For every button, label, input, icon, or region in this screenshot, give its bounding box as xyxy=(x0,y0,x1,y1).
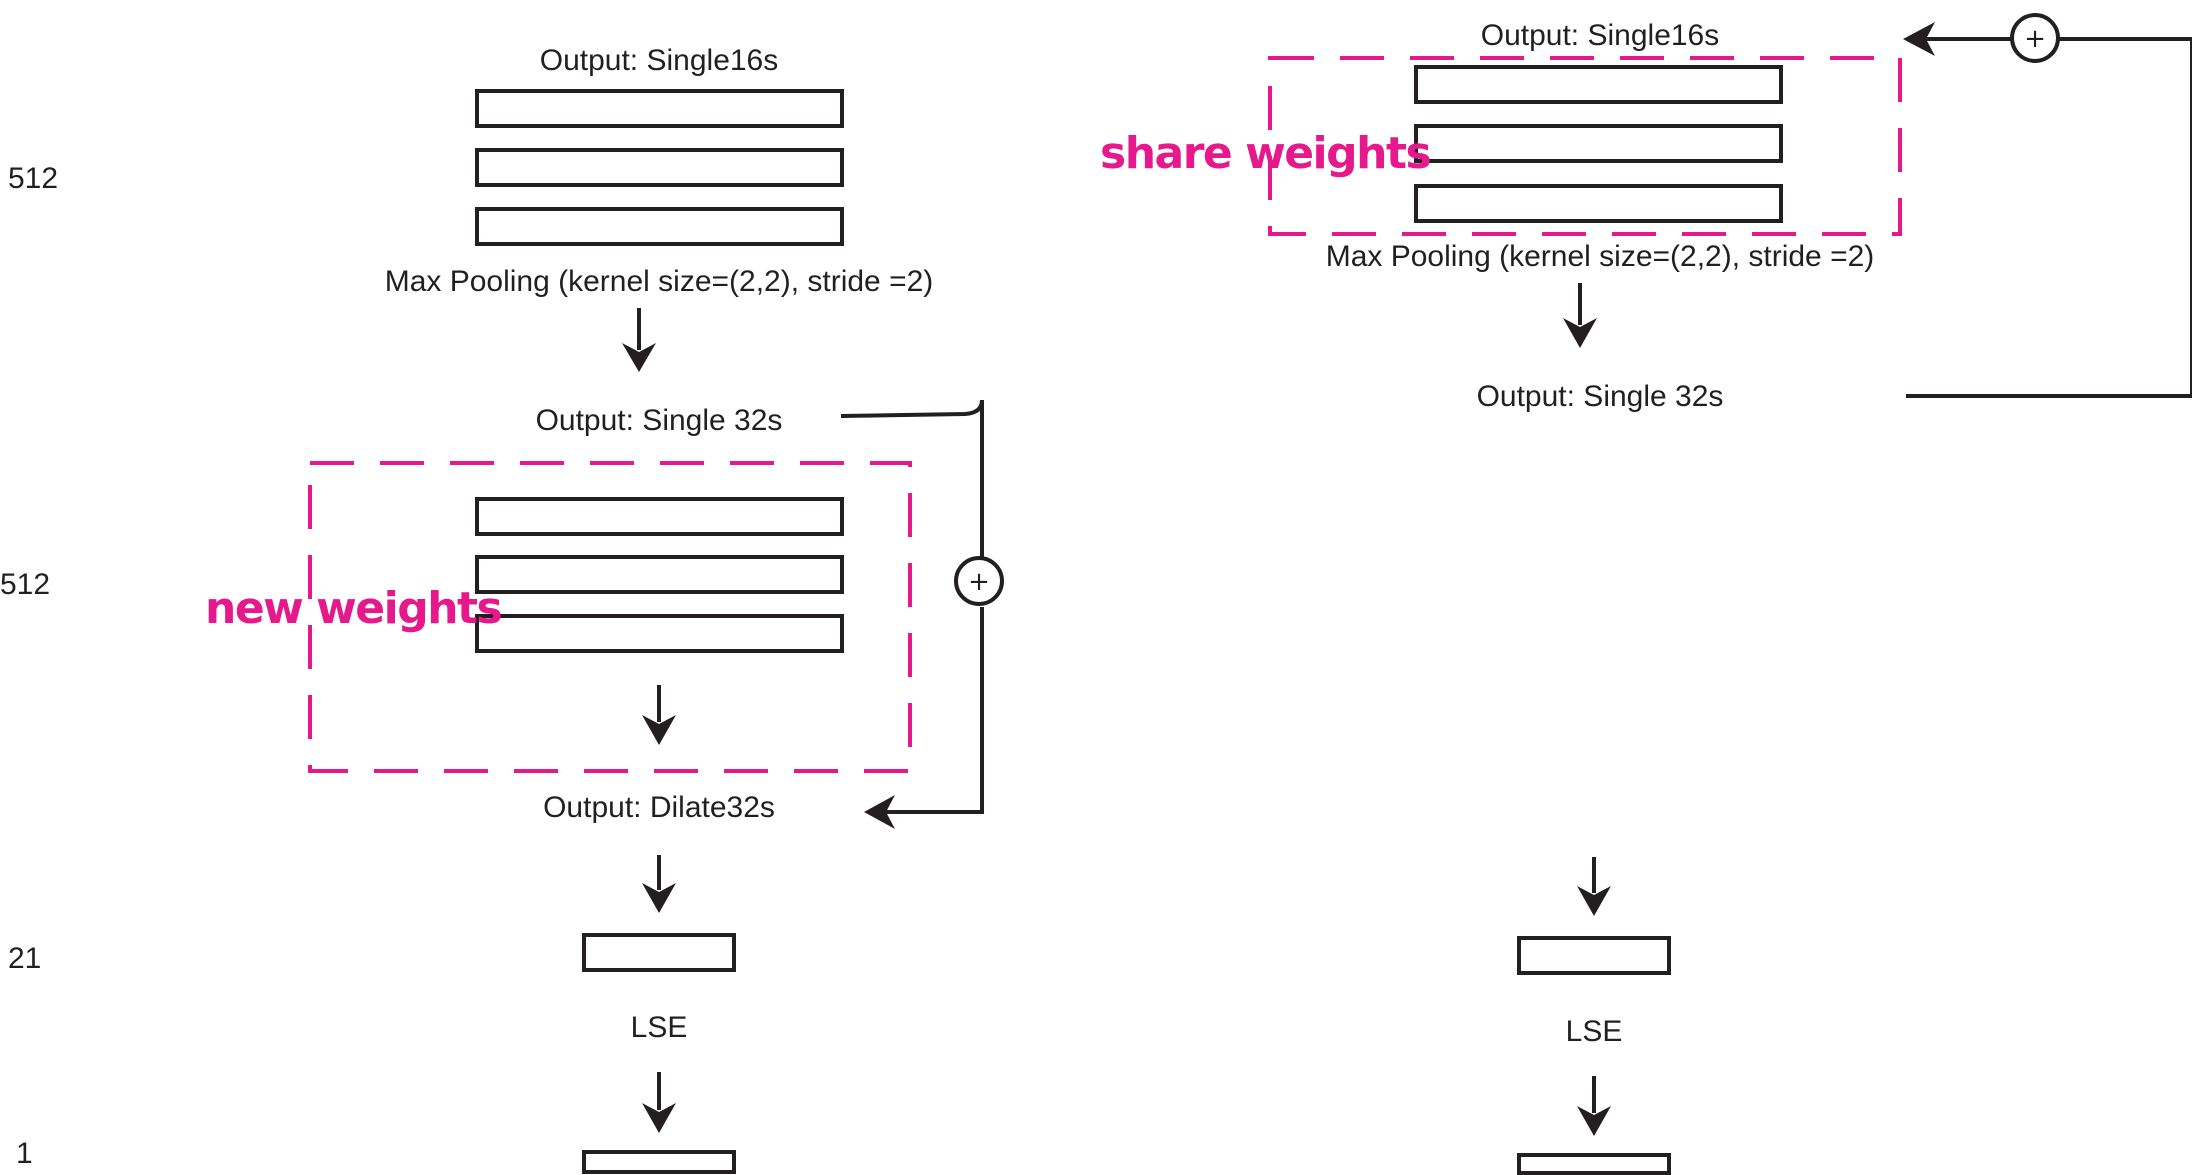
right-share-weights-label: share weights xyxy=(1100,128,1430,179)
right-conv-layer-2 xyxy=(1414,124,1783,163)
right-arrow-down-1 xyxy=(1563,283,1597,348)
left-conv-layer-1 xyxy=(475,89,844,128)
right-share-weights-dashed-box xyxy=(1268,56,1902,236)
right-lse-label: LSE xyxy=(1566,1015,1623,1048)
right-panel: Output: Single16s share weights Max Pool… xyxy=(1100,13,2192,1175)
left-arrow-down-1 xyxy=(622,308,656,372)
right-output-single16s-label: Output: Single16s xyxy=(1481,19,1720,52)
left-plus-circle-icon xyxy=(954,556,1004,606)
left-skip-connection xyxy=(840,399,984,829)
left-arrow-down-3 xyxy=(642,855,676,913)
right-max-pooling-label: Max Pooling (kernel size=(2,2), stride =… xyxy=(1326,240,1875,273)
left-output-layer-1 xyxy=(582,1150,736,1174)
left-dilated-conv-layer-3 xyxy=(475,614,844,653)
right-plus-circle-icon xyxy=(2010,13,2060,63)
side-label-512-top: 512 xyxy=(8,162,58,195)
left-new-weights-label: new weights xyxy=(205,583,502,634)
left-max-pooling-label: Max Pooling (kernel size=(2,2), stride =… xyxy=(385,265,934,298)
right-conv-layer-1 xyxy=(1414,65,1783,104)
left-conv-layer-2 xyxy=(475,148,844,187)
right-arrow-down-3 xyxy=(1577,1076,1611,1136)
side-labels: 512 512 21 1 xyxy=(0,162,58,1170)
right-output-single32s-label: Output: Single 32s xyxy=(1477,380,1724,413)
right-conv-layer-3 xyxy=(1414,184,1783,223)
right-loop-connection xyxy=(1903,22,2192,398)
left-arrow-down-4 xyxy=(642,1072,676,1133)
right-sum-node: + xyxy=(2010,13,2060,63)
left-class-layer-21 xyxy=(582,933,736,972)
right-class-layer-21 xyxy=(1517,936,1671,975)
left-output-single32s-label: Output: Single 32s xyxy=(536,404,783,437)
side-label-21: 21 xyxy=(8,942,41,975)
side-label-512-middle: 512 xyxy=(0,568,50,601)
right-arrow-down-2 xyxy=(1577,857,1611,916)
left-new-weights-dashed-box xyxy=(308,461,912,773)
left-conv-layer-3 xyxy=(475,207,844,246)
left-arrow-down-2 xyxy=(642,685,676,745)
left-plus-symbol: + xyxy=(968,567,990,597)
left-output-dilate32s-label: Output: Dilate32s xyxy=(543,791,775,824)
left-sum-node: + xyxy=(954,556,1004,606)
right-plus-symbol: + xyxy=(2024,24,2046,54)
left-panel: Output: Single16s Max Pooling (kernel si… xyxy=(205,44,1004,1174)
left-output-single16s-label: Output: Single16s xyxy=(540,44,779,77)
right-output-layer-1 xyxy=(1517,1153,1671,1175)
left-dilated-conv-layer-2 xyxy=(475,555,844,594)
left-lse-label: LSE xyxy=(631,1011,688,1044)
left-dilated-conv-layer-1 xyxy=(475,497,844,536)
side-label-1: 1 xyxy=(16,1137,33,1170)
